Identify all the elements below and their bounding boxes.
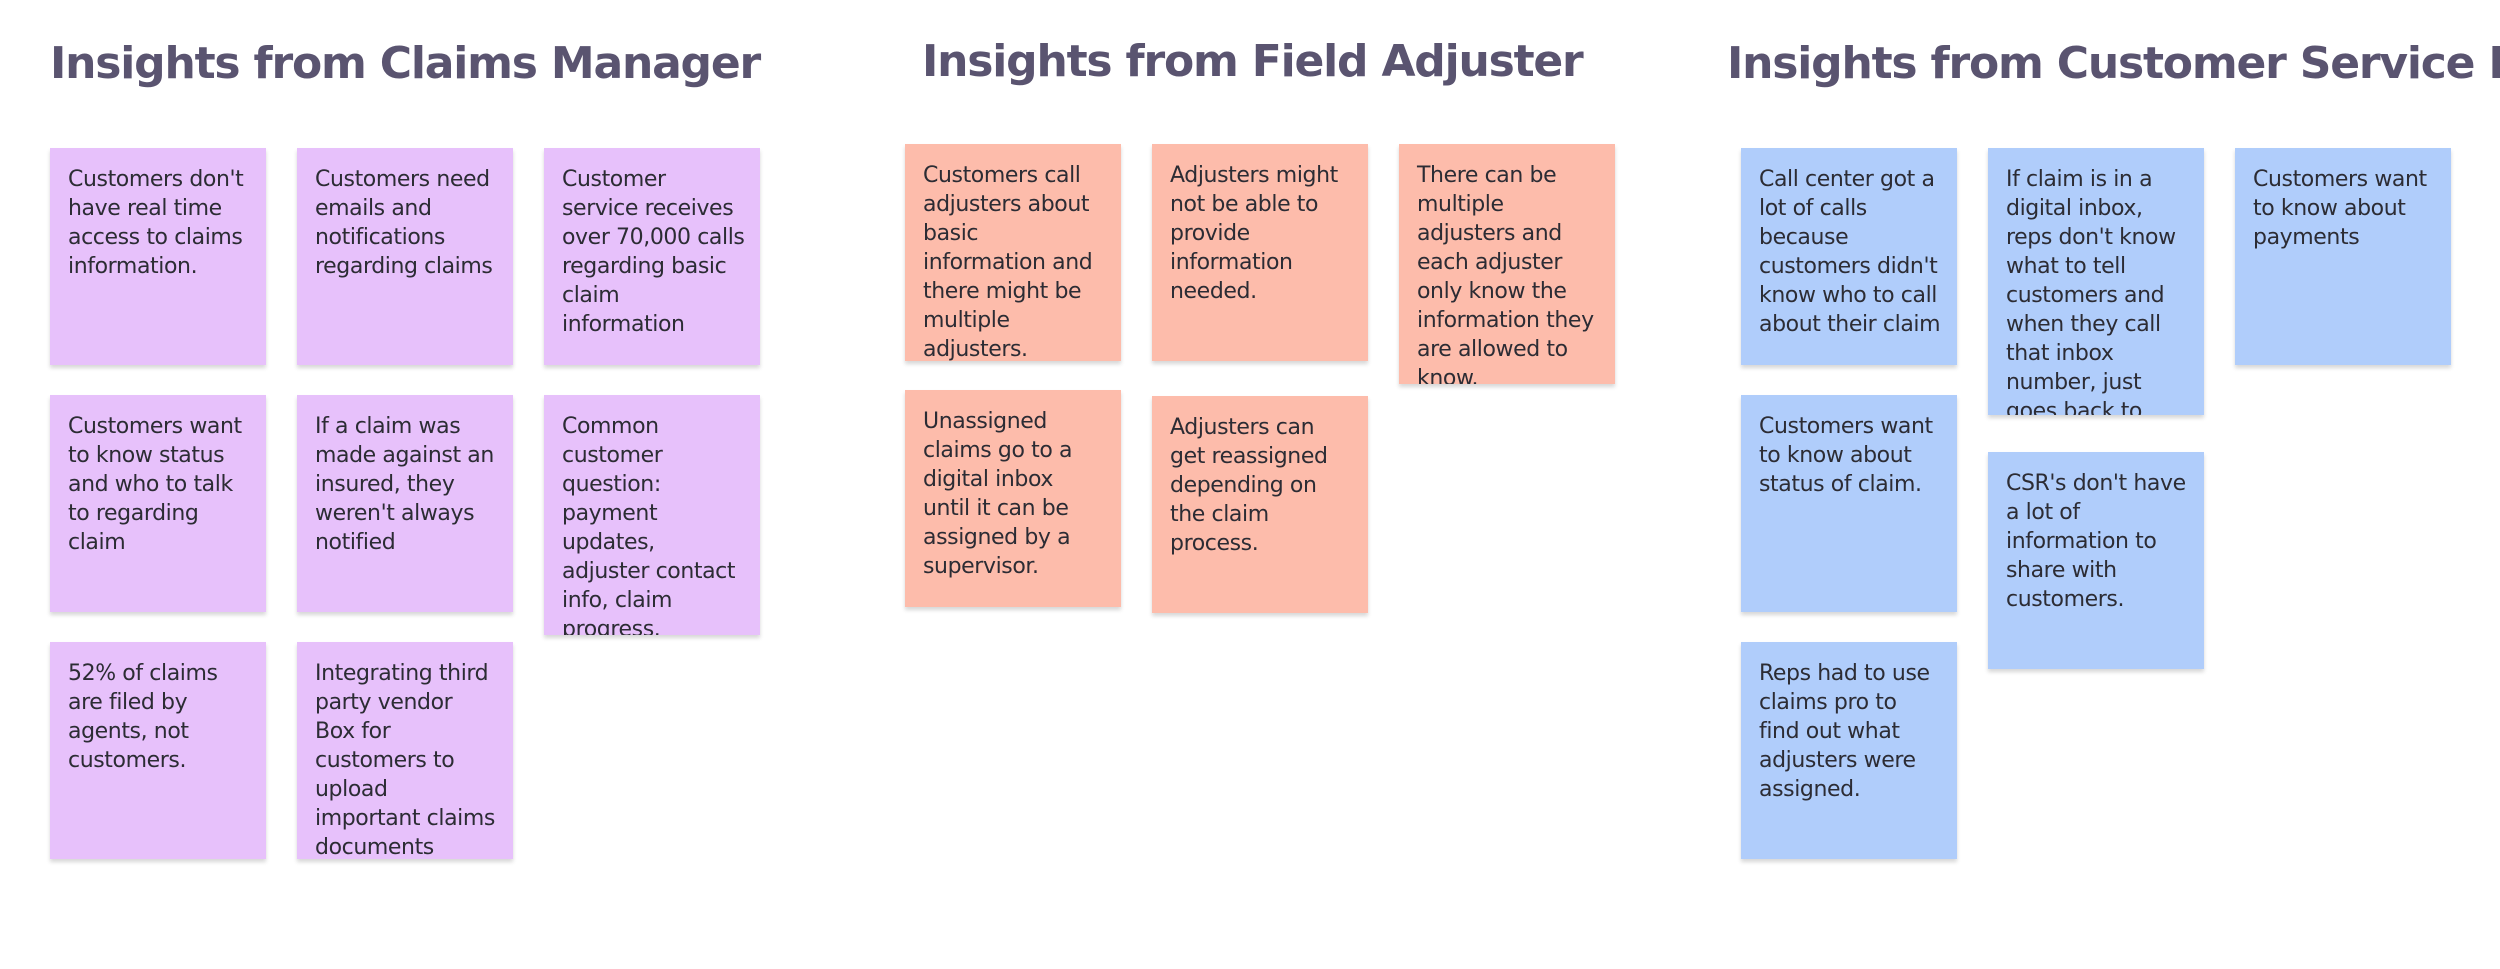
sticky-note[interactable]: CSR's don't have a lot of information to… (1988, 452, 2204, 669)
sticky-note[interactable]: Customers want to know about status of c… (1741, 395, 1957, 612)
sticky-note-text: Unassigned claims go to a digital inbox … (923, 409, 1073, 579)
sticky-note[interactable]: Customers need emails and notifications … (297, 148, 513, 365)
sticky-note[interactable]: Call center got a lot of calls because c… (1741, 148, 1957, 365)
sticky-note-text: Customers call adjusters about basic inf… (923, 163, 1093, 361)
sticky-note[interactable]: There can be multiple adjusters and each… (1399, 144, 1615, 384)
sticky-note-text: Customer service receives over 70,000 ca… (562, 167, 745, 337)
sticky-note-text: Reps had to use claims pro to find out w… (1759, 661, 1930, 802)
sticky-note[interactable]: Common customer question: payment update… (544, 395, 760, 635)
sticky-note[interactable]: If claim is in a digital inbox, reps don… (1988, 148, 2204, 415)
sticky-note-text: CSR's don't have a lot of information to… (2006, 471, 2186, 612)
sticky-note-text: Customers want to know about payments (2253, 167, 2427, 250)
sticky-note[interactable]: Integrating third party vendor Box for c… (297, 642, 513, 859)
claims-manager-title: Insights from Claims Manager (50, 38, 761, 89)
sticky-note-text: Common customer question: payment update… (562, 414, 736, 635)
sticky-note[interactable]: Reps had to use claims pro to find out w… (1741, 642, 1957, 859)
sticky-note-text: Customers need emails and notifications … (315, 167, 493, 279)
customer-service-rep-title: Insights from Customer Service Rep (1727, 38, 2500, 89)
sticky-note-text: Customers want to know status and who to… (68, 414, 242, 555)
sticky-note[interactable]: Adjusters might not be able to provide i… (1152, 144, 1368, 361)
sticky-note[interactable]: Customers call adjusters about basic inf… (905, 144, 1121, 361)
sticky-note-text: If claim is in a digital inbox, reps don… (2006, 167, 2176, 415)
sticky-note[interactable]: Unassigned claims go to a digital inbox … (905, 390, 1121, 607)
sticky-note-text: Adjusters can get reassigned depending o… (1170, 415, 1328, 556)
sticky-note-text: If a claim was made against an insured, … (315, 414, 494, 555)
sticky-note[interactable]: Adjusters can get reassigned depending o… (1152, 396, 1368, 613)
sticky-note[interactable]: 52% of claims are filed by agents, not c… (50, 642, 266, 859)
sticky-note-text: Call center got a lot of calls because c… (1759, 167, 1941, 337)
sticky-note[interactable]: Customer service receives over 70,000 ca… (544, 148, 760, 365)
sticky-note-text: Customers want to know about status of c… (1759, 414, 1933, 497)
sticky-note-text: Adjusters might not be able to provide i… (1170, 163, 1338, 304)
field-adjuster-title: Insights from Field Adjuster (922, 36, 1584, 87)
sticky-note-text: 52% of claims are filed by agents, not c… (68, 661, 218, 773)
sticky-note-text: Customers don't have real time access to… (68, 167, 244, 279)
sticky-note[interactable]: Customers want to know status and who to… (50, 395, 266, 612)
sticky-note[interactable]: Customers want to know about payments (2235, 148, 2451, 365)
sticky-note[interactable]: If a claim was made against an insured, … (297, 395, 513, 612)
sticky-note-text: Integrating third party vendor Box for c… (315, 661, 495, 859)
sticky-note-text: There can be multiple adjusters and each… (1417, 163, 1594, 384)
sticky-note[interactable]: Customers don't have real time access to… (50, 148, 266, 365)
